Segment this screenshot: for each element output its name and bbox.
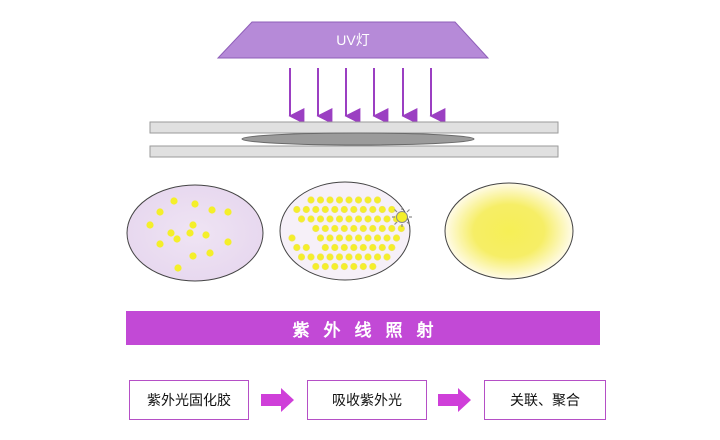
particle xyxy=(359,205,367,214)
particle xyxy=(364,234,372,242)
particle xyxy=(369,243,377,252)
particle xyxy=(331,205,339,214)
particle xyxy=(378,205,386,214)
particle xyxy=(373,253,382,261)
particle xyxy=(345,253,353,261)
particle xyxy=(350,205,358,214)
particle xyxy=(392,234,401,242)
stage-3-ellipse xyxy=(444,182,574,280)
particle xyxy=(316,234,325,242)
particle xyxy=(369,205,377,214)
particle xyxy=(302,205,310,214)
particle xyxy=(335,253,344,261)
particle xyxy=(326,253,334,261)
step-label: 吸收紫外光 xyxy=(332,393,402,409)
particle xyxy=(364,215,372,223)
particle xyxy=(302,243,310,252)
particle xyxy=(321,205,329,214)
particle xyxy=(350,224,358,233)
particle xyxy=(378,243,386,252)
particle xyxy=(345,215,353,223)
particle xyxy=(321,224,329,233)
uv-irradiation-label: 紫外线照射 xyxy=(292,320,448,341)
particle xyxy=(359,262,367,271)
particle xyxy=(288,234,296,242)
particle xyxy=(369,224,377,233)
particle xyxy=(340,224,348,233)
particle xyxy=(373,196,382,204)
top-plate xyxy=(149,121,559,134)
particle xyxy=(354,234,363,242)
step-label: 紫外光固化胶 xyxy=(147,393,231,409)
particle xyxy=(326,215,334,223)
particle xyxy=(359,224,367,233)
particle xyxy=(383,234,391,242)
particle xyxy=(383,215,391,223)
step-arrow xyxy=(261,388,294,412)
particle xyxy=(340,262,348,271)
particle xyxy=(331,224,339,233)
particle xyxy=(345,196,353,204)
particle xyxy=(388,224,396,233)
particle xyxy=(307,253,315,261)
particle xyxy=(335,196,344,204)
particle xyxy=(335,215,344,223)
particle xyxy=(335,234,344,242)
particle xyxy=(378,224,386,233)
particle xyxy=(397,224,405,233)
particle xyxy=(388,243,396,252)
particle xyxy=(312,224,320,233)
particle xyxy=(326,196,334,204)
particle xyxy=(316,215,325,223)
particle xyxy=(345,234,353,242)
particle xyxy=(373,215,382,223)
particle xyxy=(297,253,306,261)
particle xyxy=(340,243,348,252)
particle xyxy=(321,243,329,252)
sparkle-icon xyxy=(392,207,412,227)
uv-lamp-label: UV灯 xyxy=(336,32,369,48)
particle xyxy=(316,196,325,204)
particle xyxy=(297,215,306,223)
particle xyxy=(388,205,396,214)
particle xyxy=(307,196,315,204)
uv-lamp xyxy=(216,21,490,59)
particle xyxy=(364,196,372,204)
step-box-3: 关联、聚合 xyxy=(484,380,606,420)
particle xyxy=(340,205,348,214)
bottom-plate xyxy=(149,145,559,158)
particle xyxy=(293,205,301,214)
particle xyxy=(364,253,372,261)
step-label: 关联、聚合 xyxy=(510,393,580,409)
stage-2-particles xyxy=(288,196,405,271)
stage-1-ellipse xyxy=(126,184,264,282)
stage-1-particles xyxy=(146,197,232,272)
particle xyxy=(350,262,358,271)
particle xyxy=(354,196,363,204)
particle xyxy=(331,262,339,271)
particle xyxy=(369,262,377,271)
particle xyxy=(331,243,339,252)
adhesive-layer xyxy=(241,132,475,146)
particle xyxy=(321,262,329,271)
step-arrow xyxy=(438,388,471,412)
particle xyxy=(354,253,363,261)
particle xyxy=(316,253,325,261)
particle xyxy=(359,243,367,252)
particle xyxy=(307,215,315,223)
particle xyxy=(326,234,334,242)
step-box-1: 紫外光固化胶 xyxy=(129,380,249,420)
uv-arrows xyxy=(288,68,446,124)
uv-irradiation-bar: 紫外线照射 xyxy=(126,311,600,345)
particle xyxy=(383,253,391,261)
particle xyxy=(350,243,358,252)
particle xyxy=(354,215,363,223)
particle xyxy=(312,205,320,214)
step-box-2: 吸收紫外光 xyxy=(307,380,427,420)
particle xyxy=(373,234,382,242)
particle xyxy=(293,243,301,252)
particle xyxy=(312,262,320,271)
